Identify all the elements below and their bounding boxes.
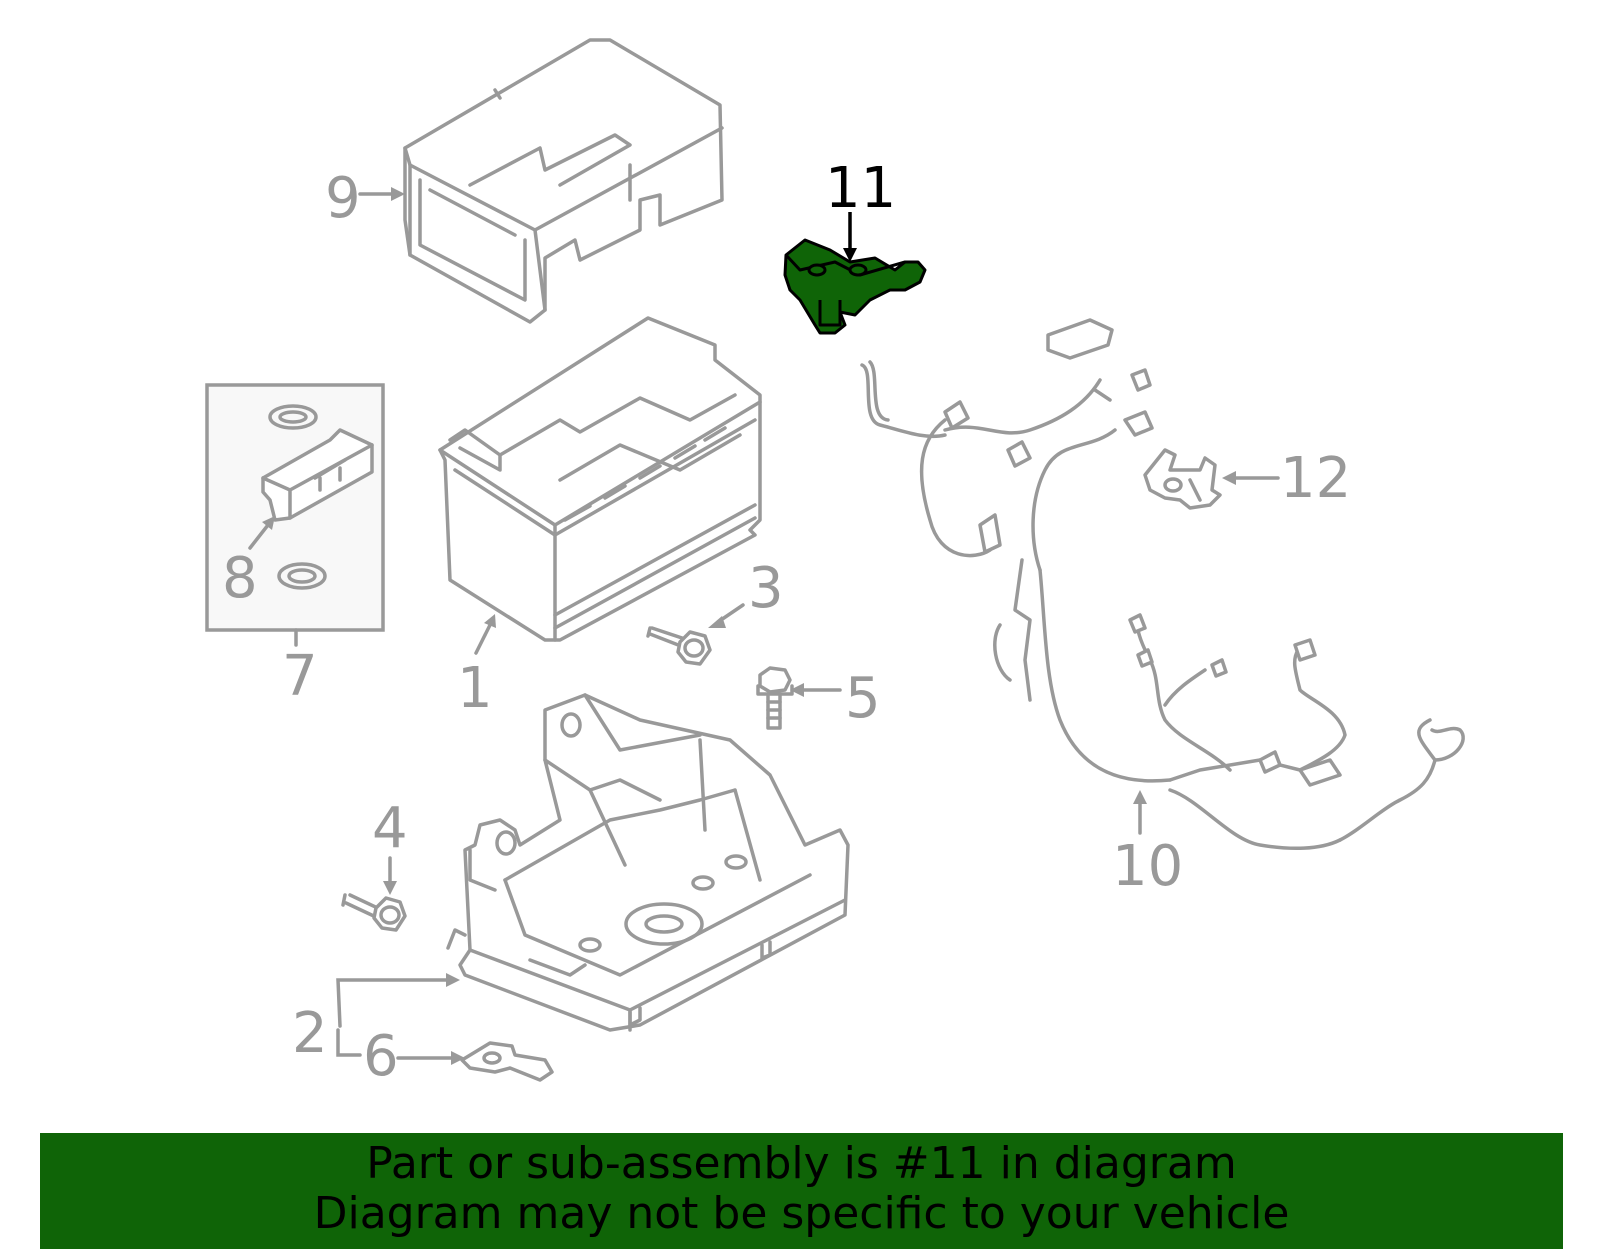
banner-line-disclaimer: Diagram may not be specific to your vehi… [313, 1188, 1290, 1239]
part-8-terminal[interactable] [261, 428, 374, 522]
callout-11: 11 [825, 156, 896, 221]
callout-12: 12 [1280, 446, 1351, 511]
banner-line-part: Part or sub-assembly is #11 in diagram [366, 1138, 1237, 1189]
callout-9: 9 [325, 166, 361, 231]
callout-6: 6 [363, 1024, 399, 1089]
part-1-battery[interactable] [438, 316, 762, 642]
part-2-battery-tray[interactable] [446, 693, 850, 1032]
callout-2: 2 [292, 1001, 328, 1066]
part-12-terminal-bracket[interactable] [1143, 448, 1222, 510]
part-9-battery-cover[interactable] [403, 38, 724, 324]
callout-8: 8 [222, 546, 258, 611]
part-7-terminal-kit[interactable] [205, 383, 385, 647]
callout-5: 5 [845, 666, 881, 731]
part-5-bolt[interactable] [756, 666, 794, 730]
part-3-bolt[interactable] [646, 626, 712, 666]
part-4-bolt[interactable] [341, 893, 407, 932]
part-10-wiring-harness[interactable] [860, 318, 1465, 851]
callout-1: 1 [457, 656, 493, 721]
callout-7: 7 [282, 644, 318, 709]
callout-10: 10 [1112, 834, 1183, 899]
info-banner: Part or sub-assembly is #11 in diagram D… [40, 1133, 1563, 1249]
callout-3: 3 [748, 556, 784, 621]
part-6-clip[interactable] [460, 1041, 554, 1082]
part-11-battery-terminal[interactable] [783, 238, 927, 335]
callout-4: 4 [372, 796, 408, 861]
